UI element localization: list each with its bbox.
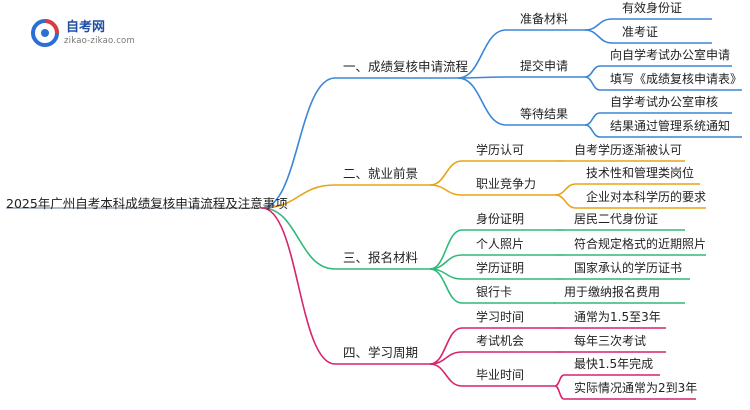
leaf-connector-2-2-2 [554, 194, 577, 209]
leaf-connector-2-2-1 [554, 183, 577, 196]
leaf-node: 自学考试办公室审核 [610, 95, 719, 109]
site-logo[interactable]: 自考网 zikao-zikao.com [30, 14, 170, 54]
child-node: 学历认可 [476, 143, 525, 157]
leaf-connector-1-1-1 [584, 18, 613, 31]
branch-connector-3 [261, 207, 336, 270]
leaf-node: 自考学历逐渐被认可 [574, 143, 683, 157]
leaf-node: 居民二代身份证 [574, 212, 659, 226]
leaf-node: 国家承认的学历证书 [574, 261, 683, 275]
child-node: 职业竞争力 [476, 177, 537, 191]
leaf-connector-4-3-2 [554, 385, 565, 400]
child-node: 等待结果 [520, 107, 569, 121]
branch-node-4: 四、学习周期 [343, 345, 419, 360]
leaf-node: 实际情况通常为2到3年 [574, 381, 698, 395]
leaf-node: 符合规定格式的近期照片 [574, 237, 707, 251]
leaf-node: 企业对本科学历的要求 [586, 190, 707, 204]
leaf-node: 准考证 [622, 25, 659, 39]
leaf-node: 每年三次考试 [574, 334, 647, 348]
leaf-node: 技术性和管理类岗位 [586, 166, 695, 180]
leaf-node: 填写《成绩复核申请表》 [610, 72, 743, 86]
branch-node-2: 二、就业前景 [343, 166, 419, 181]
logo-url: zikao-zikao.com [64, 36, 135, 46]
leaf-connector-1-3-1 [584, 112, 601, 126]
child-node: 学习时间 [476, 310, 525, 324]
leaf-connector-1-3-2 [584, 124, 601, 138]
child-node: 银行卡 [476, 285, 513, 299]
child-node: 毕业时间 [476, 368, 525, 382]
child-connector-2-1 [429, 160, 463, 186]
branch-node-3: 三、报名材料 [343, 250, 419, 265]
logo-mark-icon [31, 19, 59, 47]
leaf-connector-1-2-2 [584, 76, 601, 91]
child-connector-1-1 [457, 29, 507, 79]
mindmap-edges [6, 18, 742, 400]
child-connector-1-3 [457, 77, 507, 126]
child-connector-1-2 [457, 76, 507, 79]
root-node: 2025年广州自考本科成绩复核申请流程及注意事项 [6, 196, 288, 211]
leaf-node: 有效身份证 [622, 1, 683, 15]
branch-connector-4 [261, 207, 336, 365]
child-node: 准备材料 [520, 12, 569, 26]
child-connector-4-3 [429, 363, 463, 387]
child-node: 个人照片 [476, 237, 525, 251]
leaf-connector-1-1-2 [584, 29, 613, 44]
child-node: 学历证明 [476, 261, 525, 275]
child-connector-3-4 [429, 268, 463, 304]
leaf-connector-4-3-1 [554, 374, 565, 387]
leaf-node: 最快1.5年完成 [574, 357, 654, 371]
logo-title: 自考网 [66, 20, 106, 35]
child-node: 考试机会 [476, 334, 525, 348]
branch-node-1: 一、成绩复核申请流程 [343, 59, 469, 74]
leaf-connector-1-2-1 [584, 65, 601, 78]
child-connector-3-1 [429, 229, 463, 270]
leaf-node: 通常为1.5至3年 [574, 310, 661, 324]
leaf-node: 向自学考试办公室申请 [610, 48, 731, 62]
child-connector-2-2 [429, 184, 463, 196]
child-node: 提交申请 [520, 59, 569, 73]
child-node: 身份证明 [476, 212, 525, 226]
branch-connector-2 [261, 184, 336, 209]
leaf-node: 结果通过管理系统通知 [610, 119, 731, 133]
leaf-node: 用于缴纳报名费用 [564, 285, 661, 299]
branch-connector-1 [261, 77, 336, 209]
